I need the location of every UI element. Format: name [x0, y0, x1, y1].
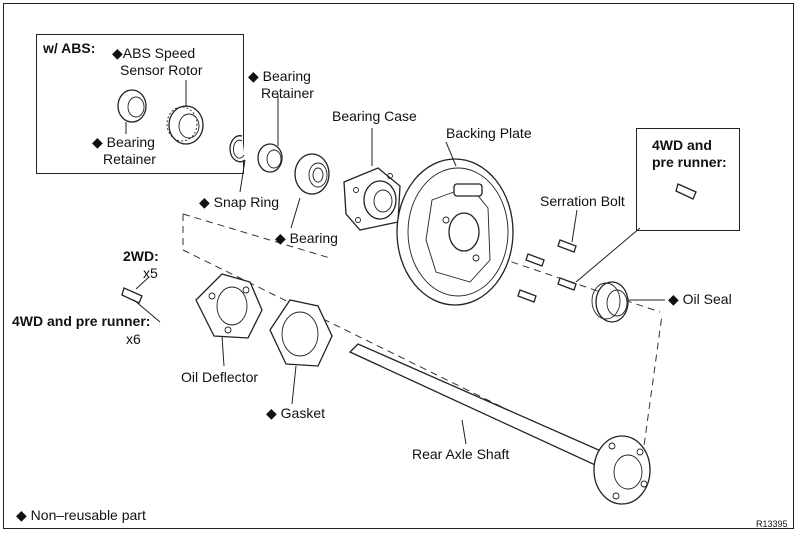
abs-retainer-label-line1: Bearing [106, 134, 155, 150]
four-wd-label: 4WD and pre runner: [12, 313, 151, 329]
backing-plate-label: Backing Plate [446, 125, 532, 141]
bearing-retainer-label-line1: Bearing [262, 68, 311, 84]
gasket-label: ◆ Gasket [266, 405, 325, 422]
rear-axle-shaft-part [348, 343, 651, 505]
abs-inset-box [36, 34, 244, 174]
leader-lines [125, 80, 665, 445]
figure-id: R13395 [756, 519, 788, 529]
rear-axle-shaft-label: Rear Axle Shaft [412, 446, 510, 462]
abs-box-title: w/ ABS: [43, 40, 96, 56]
non-reusable-mark: ◆ [668, 291, 679, 307]
serration-bolt-parts [517, 183, 697, 303]
bearing-part [294, 153, 330, 195]
four-wd-qty: x6 [126, 331, 141, 347]
pre-runner-inset-box [636, 128, 740, 231]
oil-seal-part [591, 281, 629, 323]
bearing-case-part [343, 167, 401, 231]
non-reusable-mark: ◆ [92, 134, 103, 150]
oil-deflector-label: Oil Deflector [181, 369, 259, 385]
pre-runner-title-line1: 4WD and [652, 137, 712, 153]
two-wd-label: 2WD: [123, 248, 159, 264]
abs-rotor-label: ◆ABS Speed Sensor Rotor [112, 45, 202, 79]
non-reusable-mark: ◆ [275, 230, 286, 246]
pre-runner-box-title: 4WD and pre runner: [652, 137, 727, 171]
snap-ring-label-text: Snap Ring [213, 194, 280, 210]
non-reusable-mark: ◆ [266, 405, 277, 421]
snap-ring-label: ◆ Snap Ring [199, 194, 279, 211]
bearing-retainer-label: ◆ Bearing Retainer [248, 68, 314, 102]
abs-rotor-label-line2: Sensor Rotor [120, 62, 203, 78]
abs-rotor-label-line1: ABS Speed [122, 45, 196, 61]
non-reusable-mark: ◆ [199, 194, 210, 210]
non-reusable-mark: ◆ [248, 68, 259, 84]
bearing-label-text: Bearing [289, 230, 338, 246]
bearing-retainer-label-line2: Retainer [261, 85, 314, 101]
legend: ◆ Non–reusable part [16, 507, 146, 524]
backing-plate-part [396, 158, 514, 306]
assembly-dashed-outline [182, 214, 663, 476]
bearing-retainer-part [257, 143, 283, 173]
oil-deflector-part [195, 273, 263, 339]
oil-seal-label-text: Oil Seal [682, 291, 732, 307]
gasket-part [269, 299, 333, 367]
pre-runner-title-line2: pre runner: [652, 154, 727, 170]
abs-speed-sensor-rotor-part [166, 105, 204, 145]
hub-bolt-part [121, 287, 143, 304]
two-wd-qty: x5 [143, 265, 158, 281]
legend-mark: ◆ [16, 507, 27, 523]
abs-retainer-label: ◆ Bearing Retainer [92, 134, 156, 168]
legend-text: Non–reusable part [30, 507, 146, 523]
oil-seal-label: ◆ Oil Seal [668, 291, 732, 308]
gasket-label-text: Gasket [280, 405, 326, 421]
abs-retainer-label-line2: Retainer [103, 151, 156, 167]
figure-frame [3, 3, 794, 529]
abs-bearing-retainer-part [117, 89, 147, 123]
non-reusable-mark: ◆ [112, 45, 123, 61]
serration-bolt-label: Serration Bolt [540, 193, 625, 209]
snap-ring-part [229, 135, 246, 163]
bearing-case-label: Bearing Case [332, 108, 417, 124]
bearing-label: ◆ Bearing [275, 230, 338, 247]
